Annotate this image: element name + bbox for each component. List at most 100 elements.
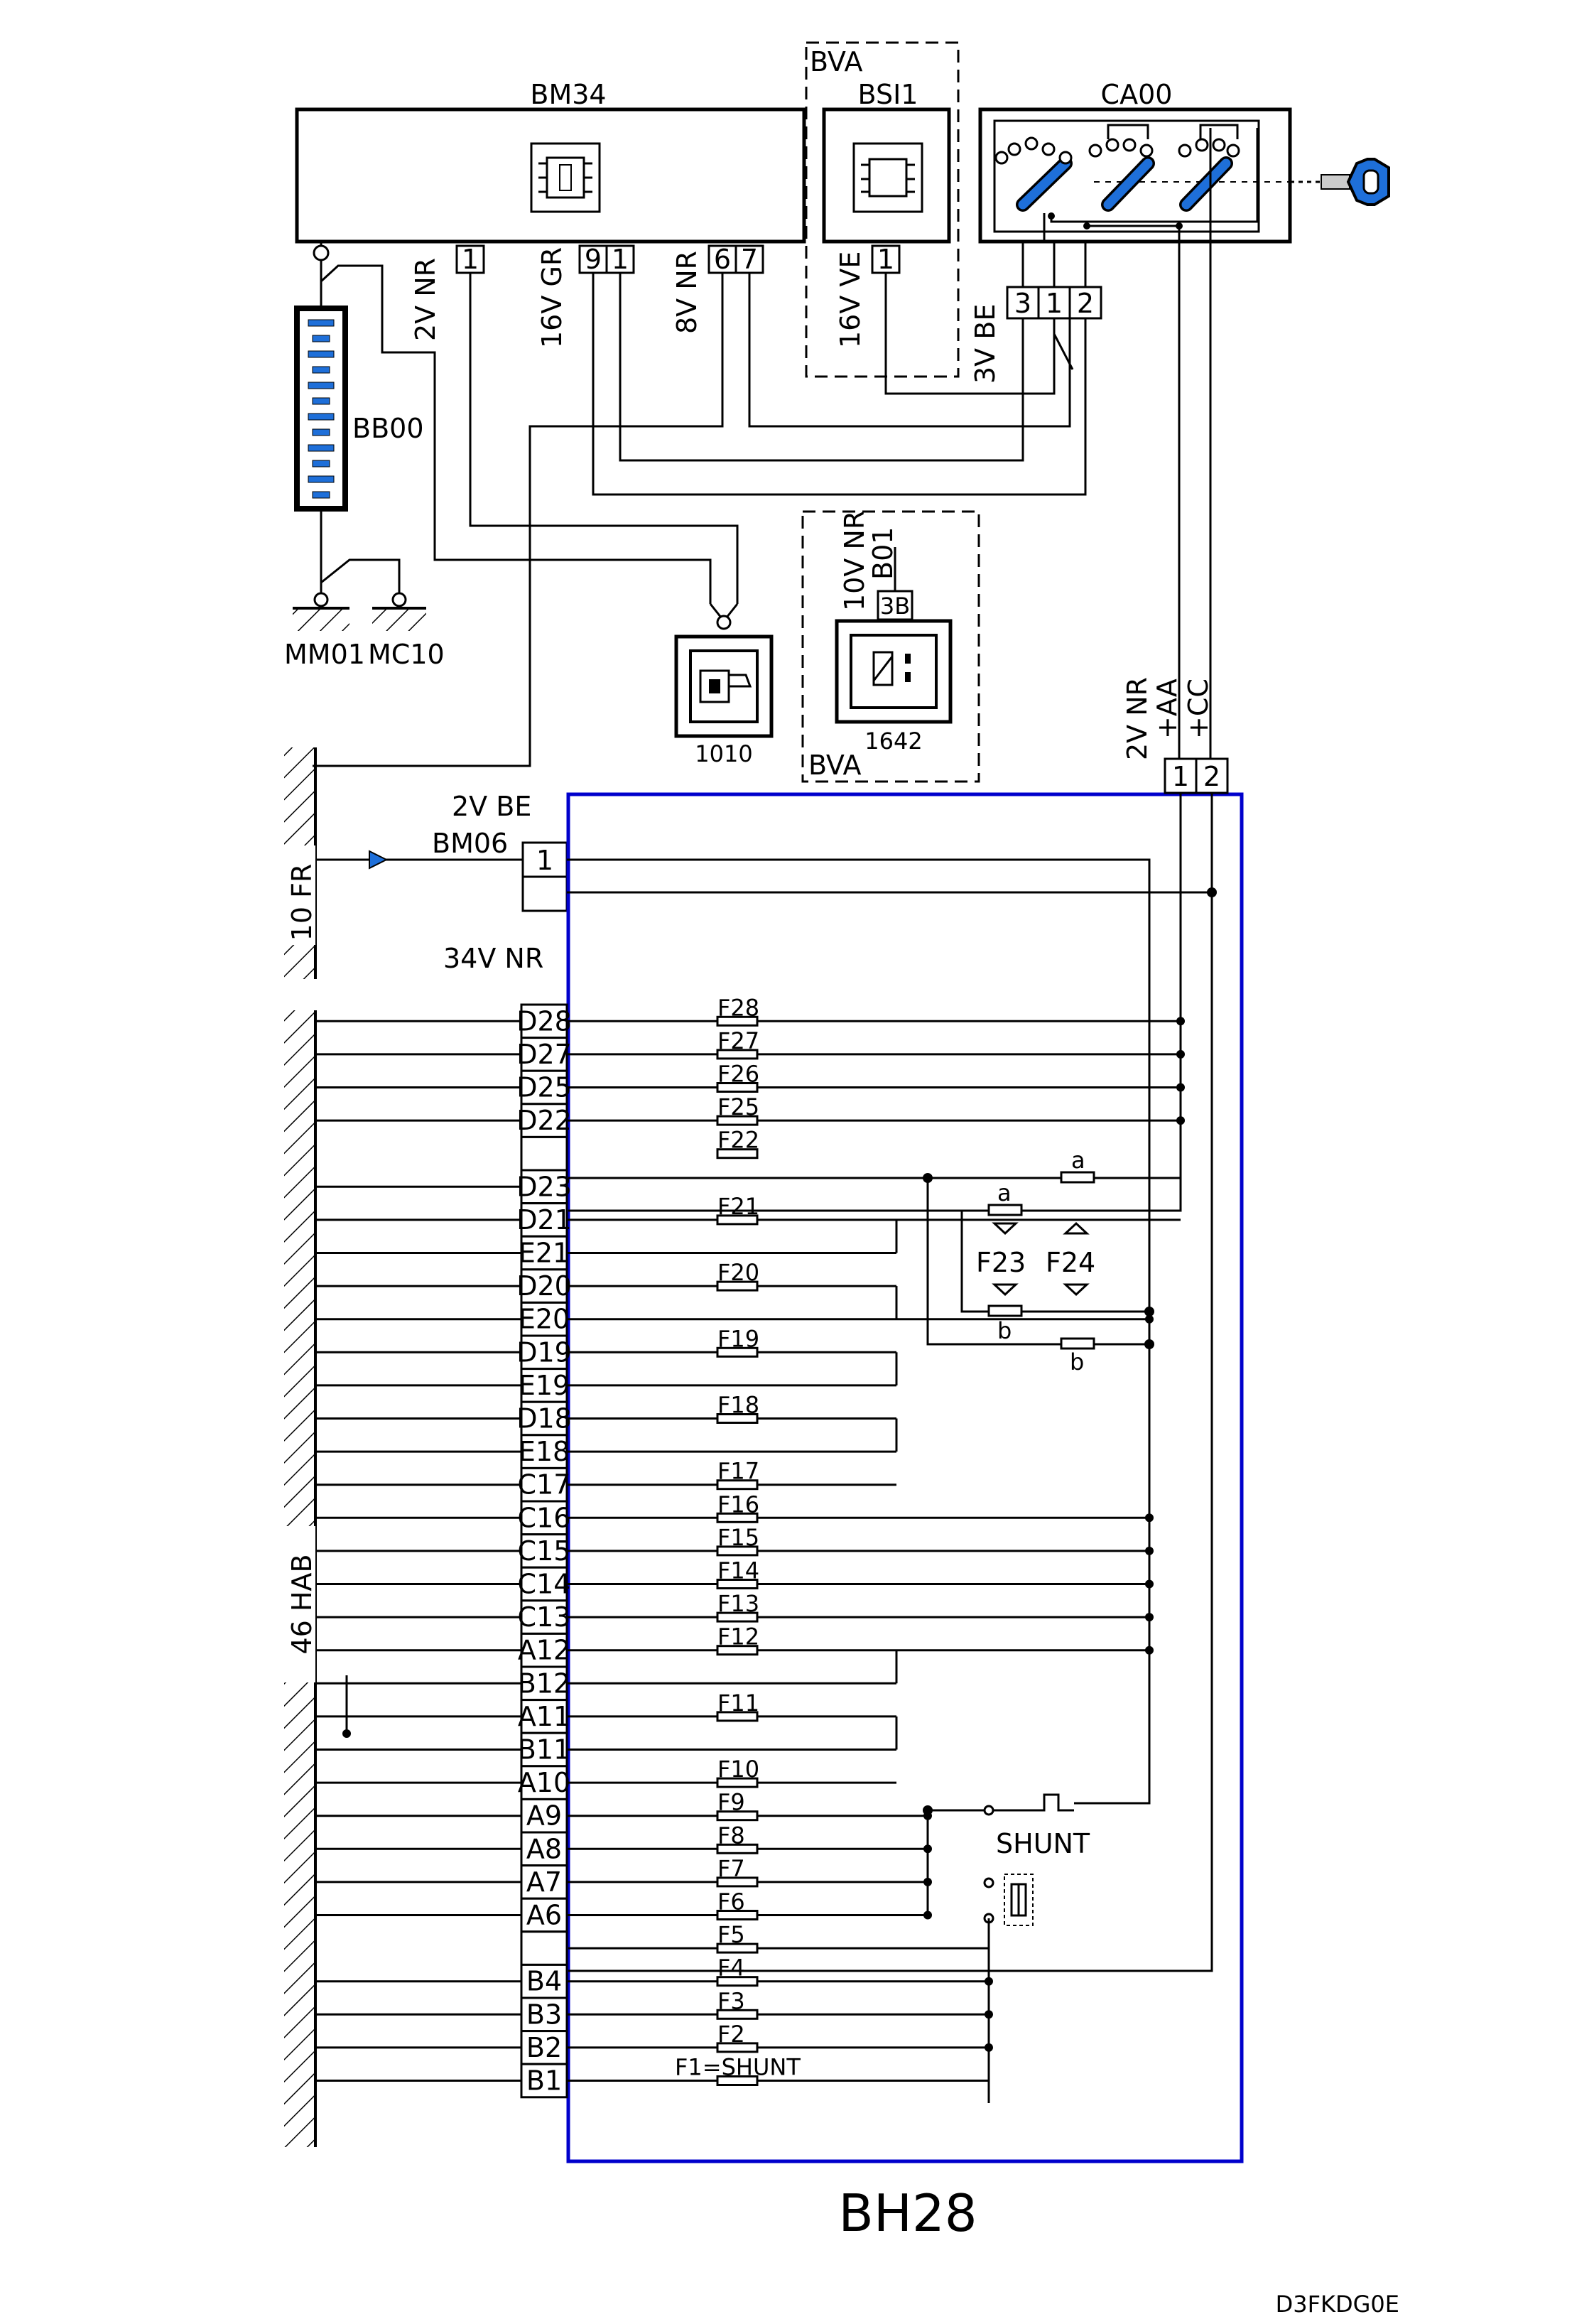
shunt-label: SHUNT [996, 1828, 1090, 1859]
junction-dot [1176, 1116, 1185, 1125]
fuse-label: F20 [717, 1259, 759, 1286]
switch-a-label: a [997, 1179, 1012, 1206]
junction-dot [1145, 1579, 1154, 1589]
bh28-pin-label: C15 [518, 1535, 571, 1567]
wire-label: 8V NR [671, 251, 703, 334]
junction-dot [1145, 1613, 1154, 1622]
bus-46hab: 46 HAB [284, 1010, 318, 2147]
bh28-pin-label: D23 [516, 1171, 572, 1202]
bm34-pin: 7 [741, 244, 758, 275]
bb00-label: BB00 [352, 413, 424, 444]
bh28-pin-label: C13 [518, 1601, 571, 1633]
bh28-pin-column: D28D27D25D22D23D21E21D20E20D19E19D18E18C… [315, 1003, 572, 2099]
bva-group: BVA BSI1 1 16V VE [805, 41, 960, 378]
fuse-label: F7 [717, 1855, 745, 1882]
fuse-label: F11 [717, 1690, 759, 1717]
wire-label: +AA [1151, 679, 1183, 739]
bh28-pin-box [520, 1037, 568, 1072]
bh28-pin-box [520, 1930, 568, 1966]
wire-label: B01 [867, 527, 899, 580]
junction-dot [1145, 1314, 1154, 1324]
bva-label: BVA [810, 46, 862, 77]
ca00-label: CA00 [1101, 79, 1173, 110]
fuse: F14 [716, 1557, 759, 1589]
ca00-switch: CA00 [970, 79, 1390, 384]
fuse: F6 [716, 1888, 759, 1920]
f23-label: F23 [976, 1247, 1026, 1278]
fuse-label: F2 [717, 2021, 745, 2048]
fuse: F5 [716, 1921, 759, 1954]
bh28-fuse-column: F28F27F26F25F22F21F20F19F18F17F16F15F14F… [342, 994, 1185, 2086]
bh28-pin-box [520, 1963, 568, 1999]
fuse: F12 [716, 1623, 759, 1656]
fuse-label: F5 [717, 1921, 745, 1948]
switch-a-label: a [1071, 1147, 1085, 1174]
bh28-label: BH28 [838, 2183, 977, 2243]
wire-label: 16V GR [536, 247, 568, 348]
fuse-label: F26 [717, 1061, 759, 1088]
contact-blade-icon [1016, 156, 1233, 212]
chip-icon [530, 142, 601, 213]
shunt-fuse-icon [1004, 1874, 1034, 1926]
fuse-label: F8 [717, 1822, 745, 1849]
bh28-pin-label: E18 [519, 1436, 570, 1467]
fuse: F16 [716, 1491, 759, 1523]
wire-label: 10 FR [286, 864, 318, 941]
fuse: F2 [716, 2021, 759, 2053]
fuse: F21 [716, 1193, 759, 1226]
starter-label: 1010 [695, 740, 752, 767]
fuse-label: F18 [717, 1392, 759, 1419]
bh28-pin-label: A10 [518, 1767, 570, 1798]
bh28-pin-box [520, 1864, 568, 1900]
bh28-pin-label: E21 [519, 1238, 570, 1269]
fuse: F27 [716, 1027, 759, 1060]
wire-label: 34V NR [443, 943, 543, 974]
fuse: F8 [716, 1822, 759, 1854]
bh28-pin-label: D20 [516, 1270, 572, 1302]
wire-label: 2V NR [1122, 677, 1153, 760]
bh28-pin-label: A6 [526, 1900, 562, 1931]
bh28-pin-label: E20 [519, 1304, 570, 1335]
relay-label: 1642 [864, 728, 922, 755]
switch-b-label: b [1070, 1349, 1084, 1376]
bh28-pin-label: D28 [516, 1005, 572, 1037]
fuse-label: F19 [717, 1325, 759, 1352]
relay-coil-icon [872, 651, 911, 686]
bh28-pin-box [520, 1831, 568, 1867]
ground-icon [293, 592, 349, 631]
fuse: F22 [716, 1127, 759, 1160]
bh28-pin-label: D22 [516, 1105, 572, 1136]
fuse: F9 [716, 1789, 759, 1822]
bh28-pin-label: B1 [526, 2065, 562, 2097]
bh28-pin-label: B2 [526, 2032, 562, 2063]
fuse-label: F13 [717, 1590, 759, 1617]
bh28-pin-label: A12 [518, 1635, 570, 1666]
fuse: F11 [716, 1690, 759, 1722]
switch-b-label: b [997, 1317, 1012, 1344]
bh28-pin-label: C16 [518, 1502, 571, 1533]
fuse-label: F17 [717, 1458, 759, 1485]
bh28-pin-label: B4 [526, 1966, 562, 1997]
bus-10fr: 10 FR [284, 747, 318, 979]
footer-code: D3FKDG0E [1276, 2291, 1399, 2318]
bm34-label: BM34 [530, 79, 606, 110]
contact-points-icon [994, 124, 1240, 165]
fuse: F19 [716, 1325, 759, 1358]
junction-dot [1176, 1083, 1185, 1092]
bh28-pin-label: E19 [519, 1370, 570, 1401]
f24-label: F24 [1046, 1247, 1095, 1278]
bh28-pin-label: A9 [526, 1800, 562, 1832]
f23-f24-switch: a a F23 F24 b b [568, 1147, 1181, 1376]
bh28-pin-label: B12 [518, 1668, 570, 1699]
fuse-label: F15 [717, 1524, 759, 1551]
bh28-pin-label: D19 [516, 1336, 572, 1368]
bh28-frame [566, 792, 1244, 2163]
bm34-pin: 1 [612, 244, 629, 275]
fuse-label: F4 [717, 1955, 745, 1982]
wire-label: 3V BE [970, 304, 1001, 384]
fuse-label: F12 [717, 1623, 759, 1650]
fuse: F26 [716, 1061, 759, 1093]
bm06-label: BM06 [432, 828, 508, 859]
bsi1-label: BSI1 [858, 79, 918, 110]
